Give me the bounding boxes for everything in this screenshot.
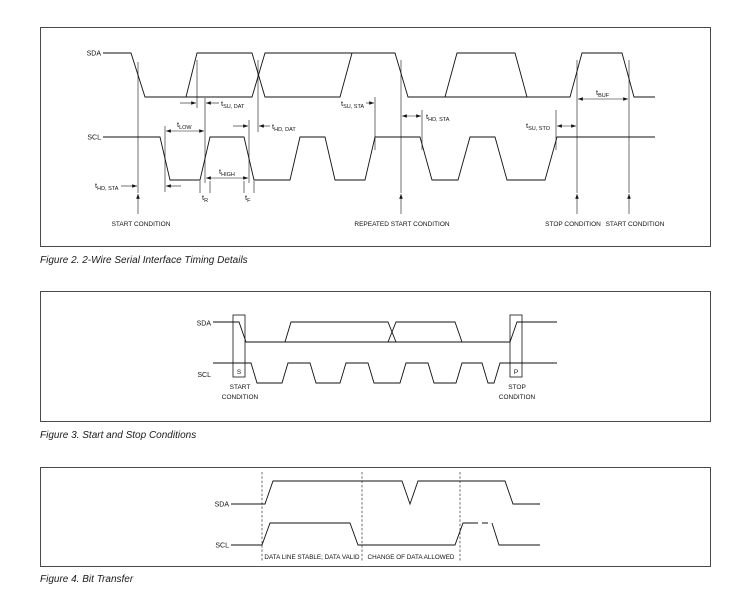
t-hd-dat-label: tHD, DAT [272,122,296,133]
timing-symbol: t [272,122,275,131]
figure-2-caption: Figure 2. 2-Wire Serial Interface Timing… [40,255,248,266]
stop-condition-label: CONDITION [499,394,536,401]
repeated-start-condition-label: REPEATED START CONDITION [354,221,450,228]
timing-symbol: t [221,99,224,108]
figure-4-frame [40,467,711,567]
stop-condition-label: STOP CONDITION [545,221,601,228]
t-su-dat-label: tSU, DAT [221,99,245,110]
timing-subscript: R [204,198,208,204]
sda-data-bit-waveform [185,52,353,98]
stop-condition-label: STOP [508,384,526,391]
scl-label: SCL [197,372,211,379]
start-condition-label: START CONDITION [606,221,665,228]
timing-symbol: t [526,121,529,130]
figure-4-caption: Figure 4. Bit Transfer [40,574,134,585]
t-r-label: tR [202,193,208,204]
stop-marker: P [514,369,518,376]
start-condition-label: START [230,384,251,391]
sda-data-bit-waveform [444,52,528,98]
timing-subscript: HD, DAT [274,127,296,133]
figure-2: SDA SCL [40,27,711,247]
scl-waveform [213,362,557,384]
scl-label: SCL [87,135,101,142]
timing-symbol: t [341,99,344,108]
timing-symbol: t [596,88,599,97]
sda-data-bit-waveform [387,321,463,343]
sda-label: SDA [215,502,230,509]
t-su-sta-label: tSU, STA [341,99,364,110]
timing-subscript: HD, STA [428,117,450,123]
scl-waveform [231,522,540,546]
start-condition-label: START CONDITION [112,221,171,228]
figure-4: SDA SCL DATA LINE STABLE; DATA VALID CHA… [40,467,711,567]
figure-2-frame [40,27,711,247]
timing-subscript: BUF [598,93,610,99]
timing-subscript: HD, STA [97,186,119,192]
sda-data-bit-waveform [284,321,397,343]
sda-waveform [213,321,557,343]
t-su-sto-label: tSU, STO [526,121,551,132]
start-condition-box [232,314,246,378]
t-hd-sta-label: tHD, STA [95,181,119,192]
sda-waveform [103,52,655,98]
scl-waveform [103,136,655,181]
t-hd-sta-repeated-label: tHD, STA [426,112,450,123]
timing-subscript: HIGH [221,172,235,178]
sda-label: SDA [197,321,212,328]
timing-symbol: t [219,167,222,176]
timing-symbol: t [95,181,98,190]
start-condition-label: CONDITION [222,394,259,401]
timing-symbol: t [177,120,180,129]
timing-subscript: SU, STA [343,104,364,110]
stop-condition-box [509,314,523,378]
sda-waveform [231,480,540,506]
sda-label: SDA [87,51,102,58]
timing-symbol: t [202,193,205,202]
timing-symbol: t [245,193,248,202]
scl-label: SCL [215,543,229,550]
t-low-label: tLOW [177,120,192,131]
figure-3-frame [40,291,711,422]
data-stable-label: DATA LINE STABLE; DATA VALID [264,554,360,561]
t-high-label: tHIGH [219,167,235,178]
timing-subscript: LOW [179,125,192,131]
timing-subscript: SU, STO [528,126,551,132]
t-buf-label: tBUF [596,88,610,99]
timing-symbol: t [426,112,429,121]
t-f-label: tF [245,193,251,204]
figure-3-caption: Figure 3. Start and Stop Conditions [40,430,196,441]
timing-subscript: F [247,198,251,204]
figure-3: SDA SCL S P START CONDITION STOP CONDITI… [40,291,711,422]
timing-subscript: SU, DAT [223,104,245,110]
start-marker: S [237,369,242,376]
data-change-label: CHANGE OF DATA ALLOWED [368,554,455,561]
